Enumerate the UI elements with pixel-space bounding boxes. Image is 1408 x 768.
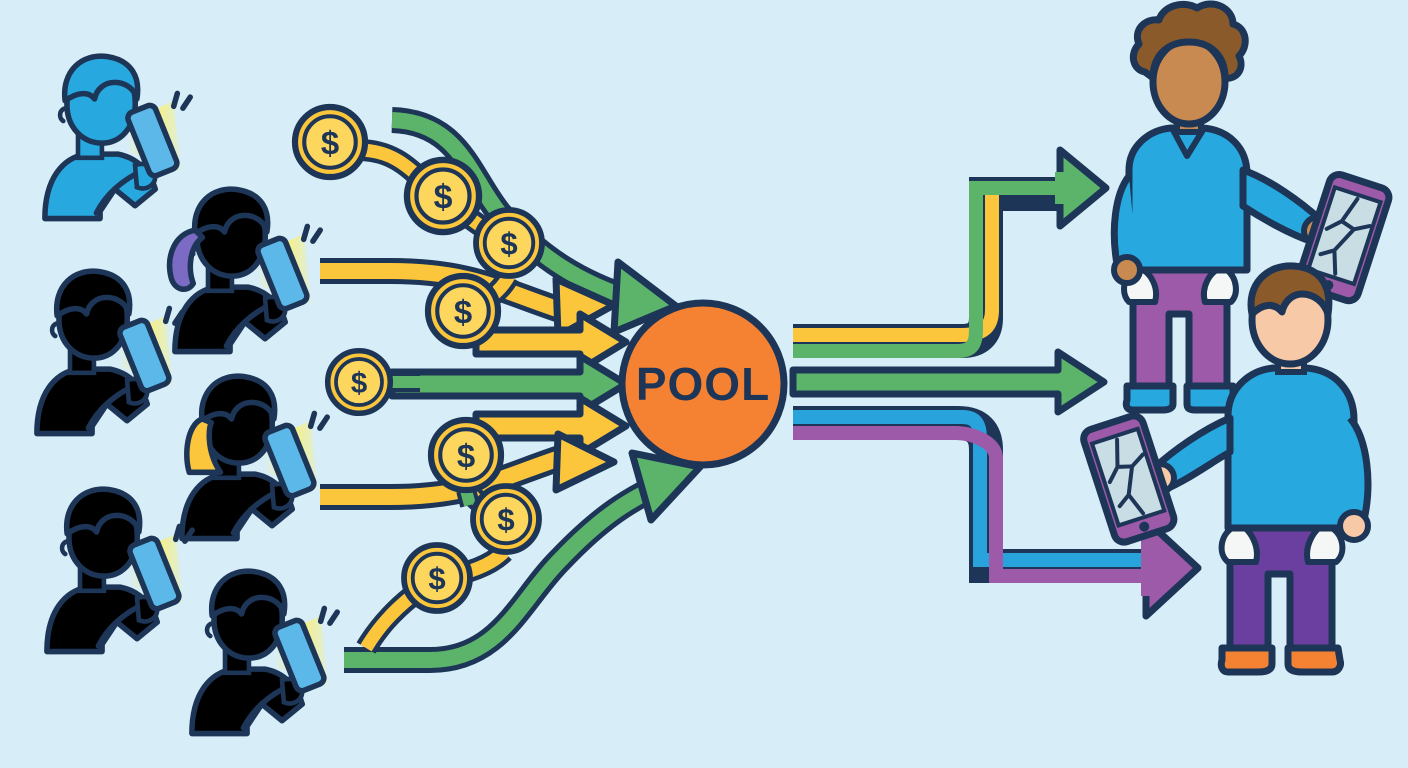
inflow-green-top-arrowhead bbox=[610, 258, 680, 336]
outflow-bottom bbox=[793, 406, 1202, 620]
contributor-2[interactable]: [data-name="contributor-2"] .p-shirt { f… bbox=[166, 189, 321, 351]
inflow-yellow-bottom-arrowhead bbox=[552, 430, 618, 494]
inflow-arrow-group bbox=[320, 107, 704, 673]
coin-5 bbox=[328, 351, 391, 414]
coin-3 bbox=[476, 210, 542, 276]
pool-label: POOL bbox=[636, 358, 770, 410]
outflow-top bbox=[793, 146, 1110, 358]
inflow-yellow-upper bbox=[472, 310, 630, 374]
claimant-1[interactable] bbox=[1110, 0, 1393, 414]
inflow-green-bottom-arrowhead bbox=[628, 449, 704, 524]
coin-1 bbox=[295, 107, 365, 177]
outflow-middle bbox=[789, 348, 1108, 416]
pool-circle[interactable]: POOL bbox=[618, 299, 788, 469]
coin-6 bbox=[431, 420, 501, 490]
contributor-4[interactable]: [data-name="contributor-4"] .p-shirt { f… bbox=[182, 376, 327, 538]
claimant-2[interactable] bbox=[1080, 262, 1372, 676]
coin-2 bbox=[407, 160, 479, 232]
coin-8 bbox=[404, 545, 470, 611]
outflow-arrow-group bbox=[789, 146, 1202, 620]
contributor-group: [data-name="contributor-1"] .p-shirt { f… bbox=[37, 56, 337, 733]
coin-7 bbox=[473, 486, 539, 552]
coin-4 bbox=[428, 276, 498, 346]
inflow-green-center bbox=[388, 352, 630, 416]
